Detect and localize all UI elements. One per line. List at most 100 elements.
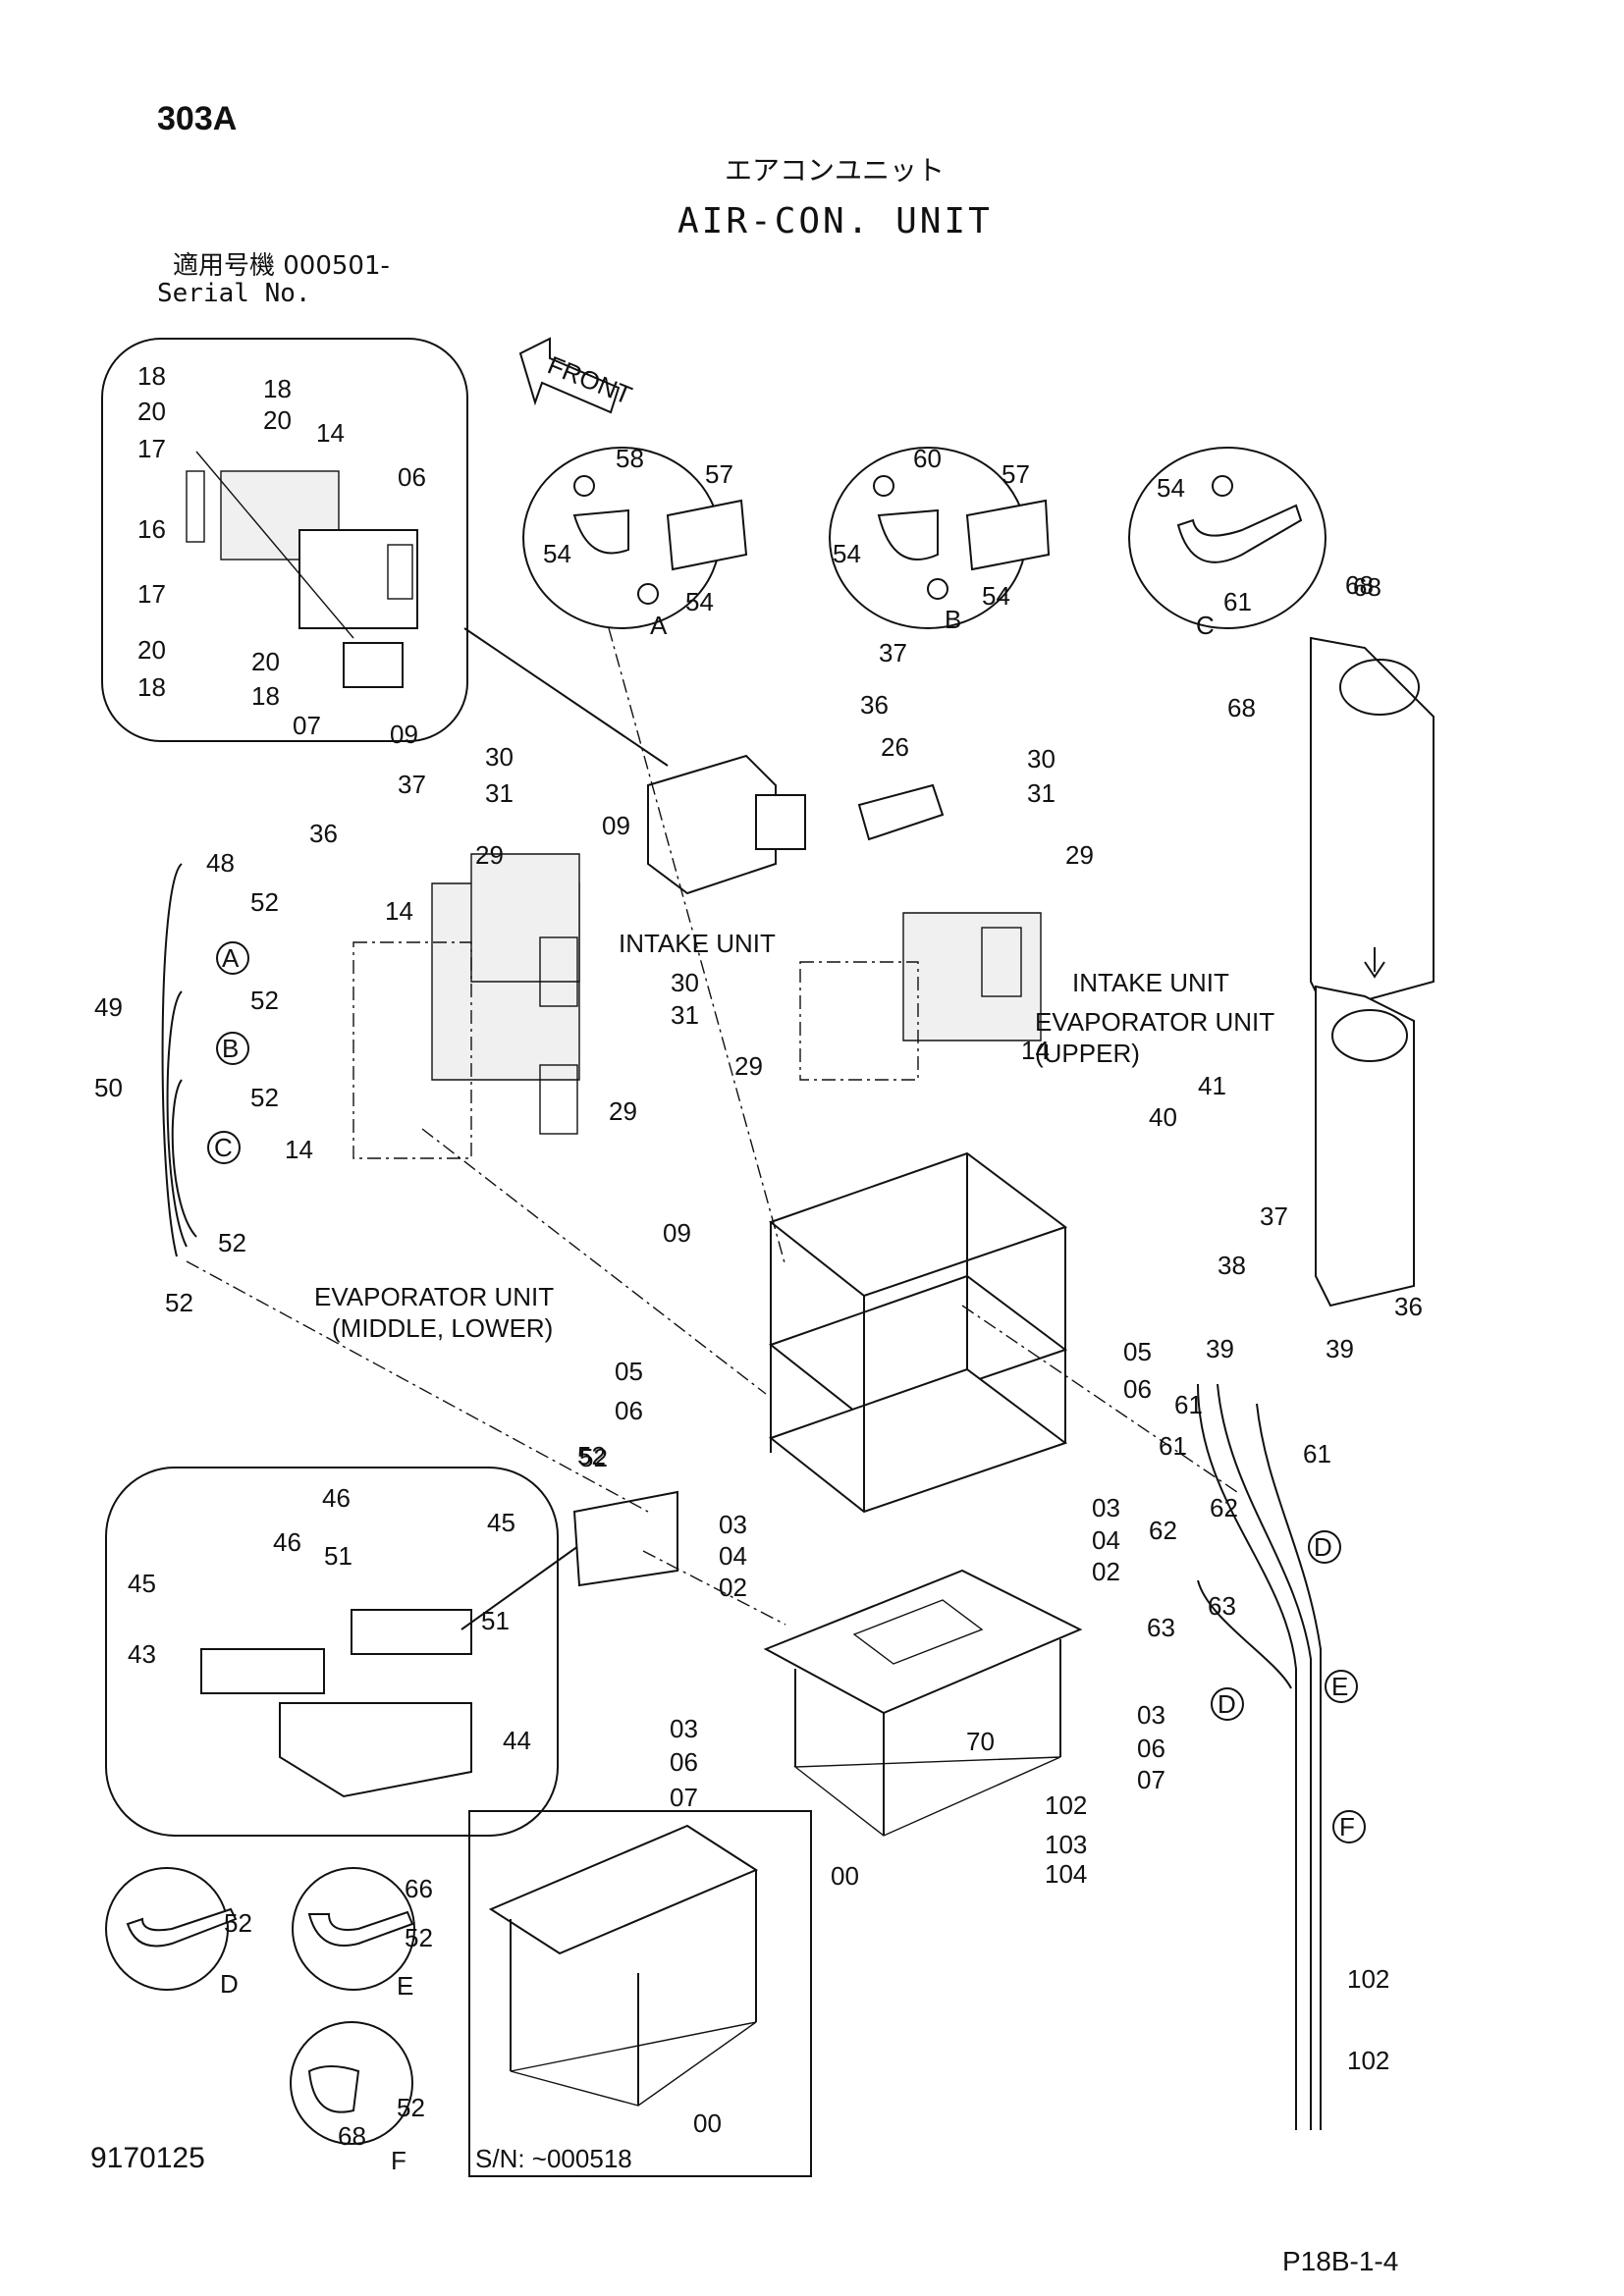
part-label: 36 (1394, 1292, 1423, 1321)
part-label: 51 (324, 1541, 352, 1571)
part-label: 45 (487, 1508, 515, 1537)
part-label: 41 (1198, 1071, 1226, 1100)
detail-markers (207, 941, 1366, 1843)
part-label: 46 (273, 1527, 301, 1557)
part-label: 18 (251, 681, 280, 711)
part-label: 30 (1027, 744, 1056, 774)
part-label: 40 (1149, 1102, 1177, 1132)
duct-upper (1310, 636, 1435, 1013)
part-label: 52 (250, 986, 279, 1015)
part-label: 104 (1045, 1859, 1087, 1889)
intake-unit-label: INTAKE UNIT (1072, 968, 1229, 997)
part-label: 06 (398, 462, 426, 492)
page-id: 303A (157, 100, 238, 137)
detail-letter: C (214, 1133, 233, 1162)
duct-lower (1315, 947, 1415, 1308)
detail-letter: B (222, 1034, 239, 1063)
part-label: 20 (263, 405, 292, 435)
part-label: 63 (1208, 1591, 1236, 1621)
serial-label-japanese: 適用号機 000501- (173, 251, 390, 281)
part-label: 05 (1123, 1337, 1152, 1366)
page-title: AIR-CON. UNIT (677, 201, 993, 241)
part-label: 52 (405, 1923, 433, 1952)
base-00 (763, 1569, 1083, 1837)
part-label: 49 (94, 992, 123, 1022)
detail-box-top-left (101, 338, 669, 767)
part-label: 29 (1065, 840, 1094, 870)
part-label: 102 (1347, 1964, 1389, 1994)
part-label: 52 (224, 1908, 252, 1938)
detail-letter: E (397, 1971, 413, 2001)
part-label: 68 (1345, 570, 1374, 600)
detail-circle-f (290, 2021, 413, 2145)
part-label: 07 (1137, 1765, 1165, 1794)
part-label: 14 (1021, 1036, 1050, 1065)
part-label: 18 (137, 361, 166, 391)
blower-unit (647, 754, 945, 895)
part-label: 48 (206, 848, 235, 878)
part-label: 62 (1210, 1493, 1238, 1522)
detail-circle-e (292, 1867, 415, 1991)
part-label: 00 (831, 1861, 859, 1891)
serial-label: Serial No. (157, 279, 311, 308)
part-label: 02 (719, 1573, 747, 1602)
part-label: 43 (128, 1639, 156, 1669)
part-label: 68 (338, 2121, 366, 2151)
part-label: 38 (1218, 1251, 1246, 1280)
part-label: 16 (137, 514, 166, 544)
part-label: 06 (1137, 1734, 1165, 1763)
intake-unit-label: INTAKE UNIT (619, 929, 776, 958)
detail-box-bottom-left (105, 1467, 678, 1837)
detail-letter: A (650, 611, 668, 640)
part-label: 61 (1159, 1431, 1187, 1461)
part-label: 00 (693, 2109, 722, 2138)
part-label: 14 (285, 1135, 313, 1164)
part-label: 20 (137, 397, 166, 426)
frame-09 (768, 1151, 1068, 1514)
part-label: 54 (685, 587, 714, 616)
part-label: 52 (250, 1083, 279, 1112)
part-label: 09 (390, 720, 418, 749)
page-reference: P18B-1-4 (1282, 2246, 1399, 2276)
part-label: 17 (137, 434, 166, 463)
front-arrow: FRONT (518, 337, 636, 414)
part-label: 29 (734, 1051, 763, 1081)
detail-letter: C (1196, 611, 1215, 640)
part-label: 102 (1045, 1790, 1087, 1820)
part-label: 02 (1092, 1557, 1120, 1586)
evaporator-middle-label: EVAPORATOR UNIT (314, 1282, 554, 1311)
part-label: 18 (137, 672, 166, 702)
part-label: 14 (316, 418, 345, 448)
evaporator-upper-label: EVAPORATOR UNIT (1035, 1007, 1274, 1037)
harness-left (161, 863, 197, 1257)
part-label: 57 (705, 459, 733, 489)
part-label: 05 (615, 1357, 643, 1386)
part-label: 52 (165, 1288, 193, 1317)
part-label: 54 (833, 539, 861, 568)
part-label: 31 (485, 778, 514, 808)
part-label: 31 (1027, 778, 1056, 808)
part-label: 61 (1174, 1390, 1203, 1419)
part-label: 52 (250, 887, 279, 917)
detail-letter: D (220, 1969, 239, 1999)
part-label: 31 (671, 1000, 699, 1030)
part-label: 70 (966, 1727, 995, 1756)
part-label: 57 (1001, 459, 1030, 489)
part-label: 36 (309, 819, 338, 848)
detail-circle-a (522, 447, 748, 629)
detail-letter: F (391, 2146, 406, 2175)
inset-old-base (468, 1810, 812, 2177)
evaporator-upper-sub: (UPPER) (1035, 1039, 1140, 1068)
part-label: 54 (1157, 473, 1185, 503)
part-label: 52 (397, 2093, 425, 2122)
part-label: 20 (251, 647, 280, 676)
part-label: 61 (1303, 1439, 1331, 1468)
part-label: 07 (293, 711, 321, 740)
part-label: 63 (1147, 1613, 1175, 1642)
detail-letter: D (1314, 1532, 1332, 1562)
part-label: 68 (1227, 693, 1256, 722)
part-label: 06 (670, 1747, 698, 1777)
part-label: 37 (1260, 1201, 1288, 1231)
intake-unit-left (352, 853, 580, 1159)
